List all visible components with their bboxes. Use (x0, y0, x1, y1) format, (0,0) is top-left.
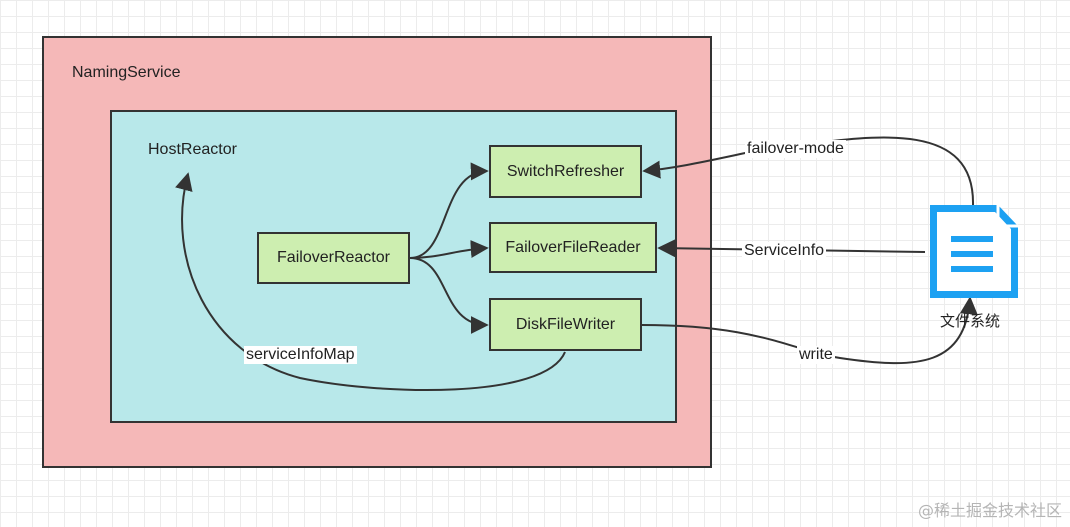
failover-file-reader-node: FailoverFileReader (489, 222, 657, 273)
edge-failover-to-switch (409, 162, 489, 259)
edge-failover-to-reader (409, 240, 489, 259)
host-reactor-label: HostReactor (148, 141, 237, 158)
watermark: @稀土掘金技术社区 (917, 501, 1062, 520)
switch-refresher-node: SwitchRefresher (489, 145, 642, 198)
service-info-map-label: serviceInfoMap (244, 346, 357, 364)
edge-failover-to-writer (409, 257, 489, 334)
file-system-label: 文件系统 (940, 312, 1001, 330)
write-label: write (797, 346, 835, 364)
naming-service-label: NamingService (72, 64, 181, 81)
failover-reactor-node: FailoverReactor (257, 232, 410, 284)
failover-mode-label: failover-mode (745, 140, 846, 158)
edge-writer-to-filesystem (641, 296, 978, 365)
disk-file-writer-node: DiskFileWriter (489, 298, 642, 351)
edge-writer-to-host-reactor (175, 172, 566, 391)
document-icon (930, 205, 1018, 298)
service-info-label: ServiceInfo (742, 242, 827, 260)
